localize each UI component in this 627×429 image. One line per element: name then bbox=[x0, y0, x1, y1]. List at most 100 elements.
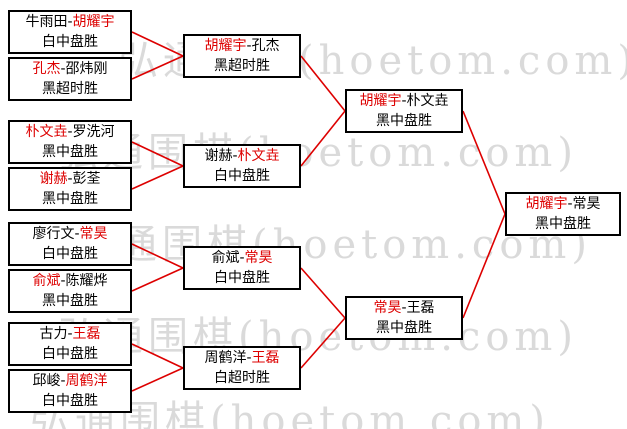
connector-line bbox=[462, 213, 506, 319]
connector-line bbox=[131, 31, 184, 57]
match-result: 黑超时胜 bbox=[42, 81, 98, 97]
player-name-left: 谢赫 bbox=[204, 148, 233, 164]
match-players: 胡耀宇-朴文垚 bbox=[359, 91, 448, 111]
match-players: 孔杰-邵炜刚 bbox=[32, 59, 107, 79]
player-name-left: 常昊 bbox=[373, 300, 402, 316]
match-box-r1m2: 孔杰-邵炜刚 黑超时胜 bbox=[8, 57, 132, 101]
match-result: 白超时胜 bbox=[214, 370, 270, 386]
player-name-left: 胡耀宇 bbox=[359, 93, 402, 109]
name-separator: - bbox=[67, 326, 73, 342]
player-name-right: 王磊 bbox=[251, 350, 280, 366]
match-box-r2m4: 周鹤洋-王磊 白超时胜 bbox=[183, 346, 301, 390]
match-box-r2m3: 俞斌-常昊 白中盘胜 bbox=[183, 246, 301, 290]
name-separator: - bbox=[401, 93, 407, 109]
match-players: 俞斌-陈耀烨 bbox=[32, 271, 107, 291]
player-name-right: 朴文垚 bbox=[406, 93, 449, 109]
match-players: 胡耀宇-孔杰 bbox=[204, 36, 279, 56]
match-players: 谢赫-彭荃 bbox=[39, 169, 100, 189]
match-box-r3m1: 胡耀宇-朴文垚 黑中盘胜 bbox=[345, 89, 463, 133]
player-name-right: 常昊 bbox=[244, 250, 273, 266]
match-result: 黑超时胜 bbox=[214, 58, 270, 74]
match-result: 白中盘胜 bbox=[214, 168, 270, 184]
player-name-left: 胡耀宇 bbox=[525, 196, 568, 212]
match-result: 白中盘胜 bbox=[214, 270, 270, 286]
player-name-left: 谢赫 bbox=[39, 171, 68, 187]
player-name-left: 牛雨田 bbox=[25, 14, 68, 30]
match-box-r1m4: 谢赫-彭荃 黑中盘胜 bbox=[8, 167, 132, 211]
connector-line bbox=[131, 367, 184, 392]
connector-line bbox=[462, 110, 506, 215]
match-box-r1m8: 邱峻-周鹤洋 白中盘胜 bbox=[8, 369, 132, 413]
name-separator: - bbox=[246, 38, 252, 54]
match-result: 黑中盘胜 bbox=[376, 320, 432, 336]
player-name-left: 胡耀宇 bbox=[204, 38, 247, 54]
name-separator: - bbox=[67, 124, 73, 140]
match-result: 黑中盘胜 bbox=[42, 191, 98, 207]
connector-line bbox=[131, 243, 184, 269]
player-name-right: 常昊 bbox=[79, 226, 108, 242]
name-separator: - bbox=[567, 196, 573, 212]
connector-line bbox=[300, 267, 346, 319]
player-name-right: 孔杰 bbox=[251, 38, 280, 54]
player-name-right: 邵炜刚 bbox=[65, 61, 108, 77]
name-separator: - bbox=[67, 171, 73, 187]
name-separator: - bbox=[67, 14, 73, 30]
match-players: 牛雨田-胡耀宇 bbox=[25, 12, 114, 32]
name-separator: - bbox=[246, 350, 252, 366]
player-name-left: 孔杰 bbox=[32, 61, 61, 77]
name-separator: - bbox=[74, 226, 80, 242]
player-name-left: 古力 bbox=[39, 326, 68, 342]
watermark-text: 弘通围棋(hoetom.com) bbox=[72, 222, 592, 268]
match-box-r1m6: 俞斌-陈耀烨 黑中盘胜 bbox=[8, 269, 132, 313]
match-players: 胡耀宇-常昊 bbox=[525, 194, 600, 214]
player-name-right: 胡耀宇 bbox=[72, 14, 115, 30]
match-result: 白中盘胜 bbox=[42, 246, 98, 262]
player-name-right: 罗洗河 bbox=[72, 124, 115, 140]
player-name-left: 俞斌 bbox=[211, 250, 240, 266]
match-players: 谢赫-朴文垚 bbox=[204, 146, 279, 166]
name-separator: - bbox=[239, 250, 245, 266]
name-separator: - bbox=[232, 148, 238, 164]
connector-line bbox=[300, 317, 346, 369]
match-result: 黑中盘胜 bbox=[376, 113, 432, 129]
match-box-r1m3: 朴文垚-罗洗河 黑中盘胜 bbox=[8, 120, 132, 164]
name-separator: - bbox=[60, 373, 66, 389]
match-result: 黑中盘胜 bbox=[535, 216, 591, 232]
match-box-r3m2: 常昊-王磊 黑中盘胜 bbox=[345, 296, 463, 340]
player-name-right: 朴文垚 bbox=[237, 148, 280, 164]
match-players: 邱峻-周鹤洋 bbox=[32, 371, 107, 391]
player-name-right: 陈耀烨 bbox=[65, 273, 108, 289]
match-players: 周鹤洋-王磊 bbox=[204, 348, 279, 368]
match-box-r2m2: 谢赫-朴文垚 白中盘胜 bbox=[183, 144, 301, 188]
match-players: 朴文垚-罗洗河 bbox=[25, 122, 114, 142]
connector-line bbox=[300, 55, 346, 112]
name-separator: - bbox=[60, 61, 66, 77]
connector-line bbox=[131, 267, 184, 292]
match-players: 俞斌-常昊 bbox=[211, 248, 272, 268]
match-result: 白中盘胜 bbox=[42, 346, 98, 362]
player-name-left: 邱峻 bbox=[32, 373, 61, 389]
player-name-left: 廖行文 bbox=[32, 226, 75, 242]
match-box-r1m1: 牛雨田-胡耀宇 白中盘胜 bbox=[8, 10, 132, 54]
connector-line bbox=[131, 343, 184, 369]
player-name-right: 王磊 bbox=[72, 326, 101, 342]
player-name-right: 彭荃 bbox=[72, 171, 101, 187]
match-result: 白中盘胜 bbox=[42, 34, 98, 50]
player-name-right: 周鹤洋 bbox=[65, 373, 108, 389]
connector-line bbox=[131, 141, 184, 167]
match-result: 黑中盘胜 bbox=[42, 144, 98, 160]
match-players: 常昊-王磊 bbox=[373, 298, 434, 318]
match-box-r1m5: 廖行文-常昊 白中盘胜 bbox=[8, 222, 132, 266]
player-name-left: 朴文垚 bbox=[25, 124, 68, 140]
match-box-final: 胡耀宇-常昊 黑中盘胜 bbox=[505, 192, 621, 236]
player-name-left: 俞斌 bbox=[32, 273, 61, 289]
match-result: 白中盘胜 bbox=[42, 393, 98, 409]
match-players: 廖行文-常昊 bbox=[32, 224, 107, 244]
connector-line bbox=[300, 110, 346, 167]
match-players: 古力-王磊 bbox=[39, 324, 100, 344]
player-name-right: 常昊 bbox=[572, 196, 601, 212]
name-separator: - bbox=[60, 273, 66, 289]
match-box-r1m7: 古力-王磊 白中盘胜 bbox=[8, 322, 132, 366]
